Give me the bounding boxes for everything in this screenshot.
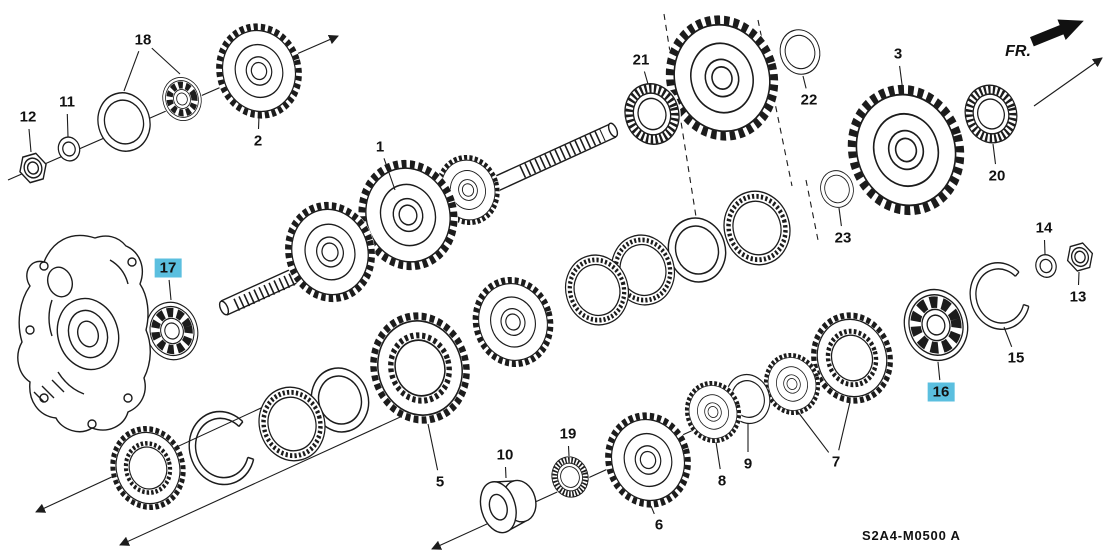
part-label-17[interactable]: 17 <box>154 258 182 278</box>
part-19-needle-bearing-art <box>546 451 595 503</box>
part-label-23[interactable]: 23 <box>834 229 852 247</box>
part-23-ring-art <box>815 166 859 212</box>
part-label-5[interactable]: 5 <box>435 473 445 491</box>
part-label-3[interactable]: 3 <box>893 45 903 63</box>
part-22-ring-art <box>774 24 826 80</box>
part-5-ring-gear-art <box>357 300 483 435</box>
part-13-nut-art <box>1063 240 1097 274</box>
part-label-18[interactable]: 18 <box>134 31 152 49</box>
part-label-13[interactable]: 13 <box>1069 288 1087 306</box>
part-label-21[interactable]: 21 <box>632 51 650 69</box>
part-label-6[interactable]: 6 <box>654 516 664 534</box>
open-ring-art <box>179 404 260 494</box>
part-label-16[interactable]: 16 <box>927 382 955 402</box>
part-12-nut-art <box>15 150 51 186</box>
part-label-14[interactable]: 14 <box>1035 219 1053 237</box>
fr-arrow-icon <box>1030 19 1084 47</box>
part-label-9[interactable]: 9 <box>743 455 753 473</box>
part-11-washer-art <box>54 133 84 165</box>
part-label-15[interactable]: 15 <box>1007 349 1025 367</box>
part-18-race-ring-art <box>90 85 158 159</box>
part-15-snap-ring-art <box>961 256 1034 338</box>
part-label-8[interactable]: 8 <box>717 472 727 490</box>
clutch-hub-gear-art <box>462 267 565 377</box>
part-label-10[interactable]: 10 <box>496 446 514 464</box>
part-label-22[interactable]: 22 <box>800 91 818 109</box>
part-18-bearing-art <box>156 71 207 126</box>
fr-label: FR. <box>1005 43 1031 60</box>
fr-direction-indicator: FR. <box>1005 19 1084 60</box>
part-16-ball-bearing-art <box>894 280 979 371</box>
part-label-19[interactable]: 19 <box>559 425 577 443</box>
part-10-collar-art <box>479 479 537 534</box>
part-20-needle-bearing-art <box>956 77 1026 152</box>
part-label-11[interactable]: 11 <box>59 93 75 111</box>
part-label-1[interactable]: 1 <box>375 138 385 156</box>
part-label-20[interactable]: 20 <box>988 167 1006 185</box>
part-14-washer-art <box>1032 251 1060 281</box>
sleeve-ring-art <box>101 417 196 519</box>
part-3-gear-art <box>832 70 980 230</box>
leader-lines <box>28 47 1080 515</box>
synchro-ring-art <box>716 183 799 272</box>
part-label-2[interactable]: 2 <box>253 132 263 150</box>
part-label-12[interactable]: 12 <box>19 108 37 126</box>
diagram-code: S2A4-M0500 A <box>862 528 961 543</box>
part-2-gear-art <box>204 13 313 130</box>
clutch-housing-art <box>17 234 151 433</box>
part-label-7[interactable]: 7 <box>831 453 841 471</box>
